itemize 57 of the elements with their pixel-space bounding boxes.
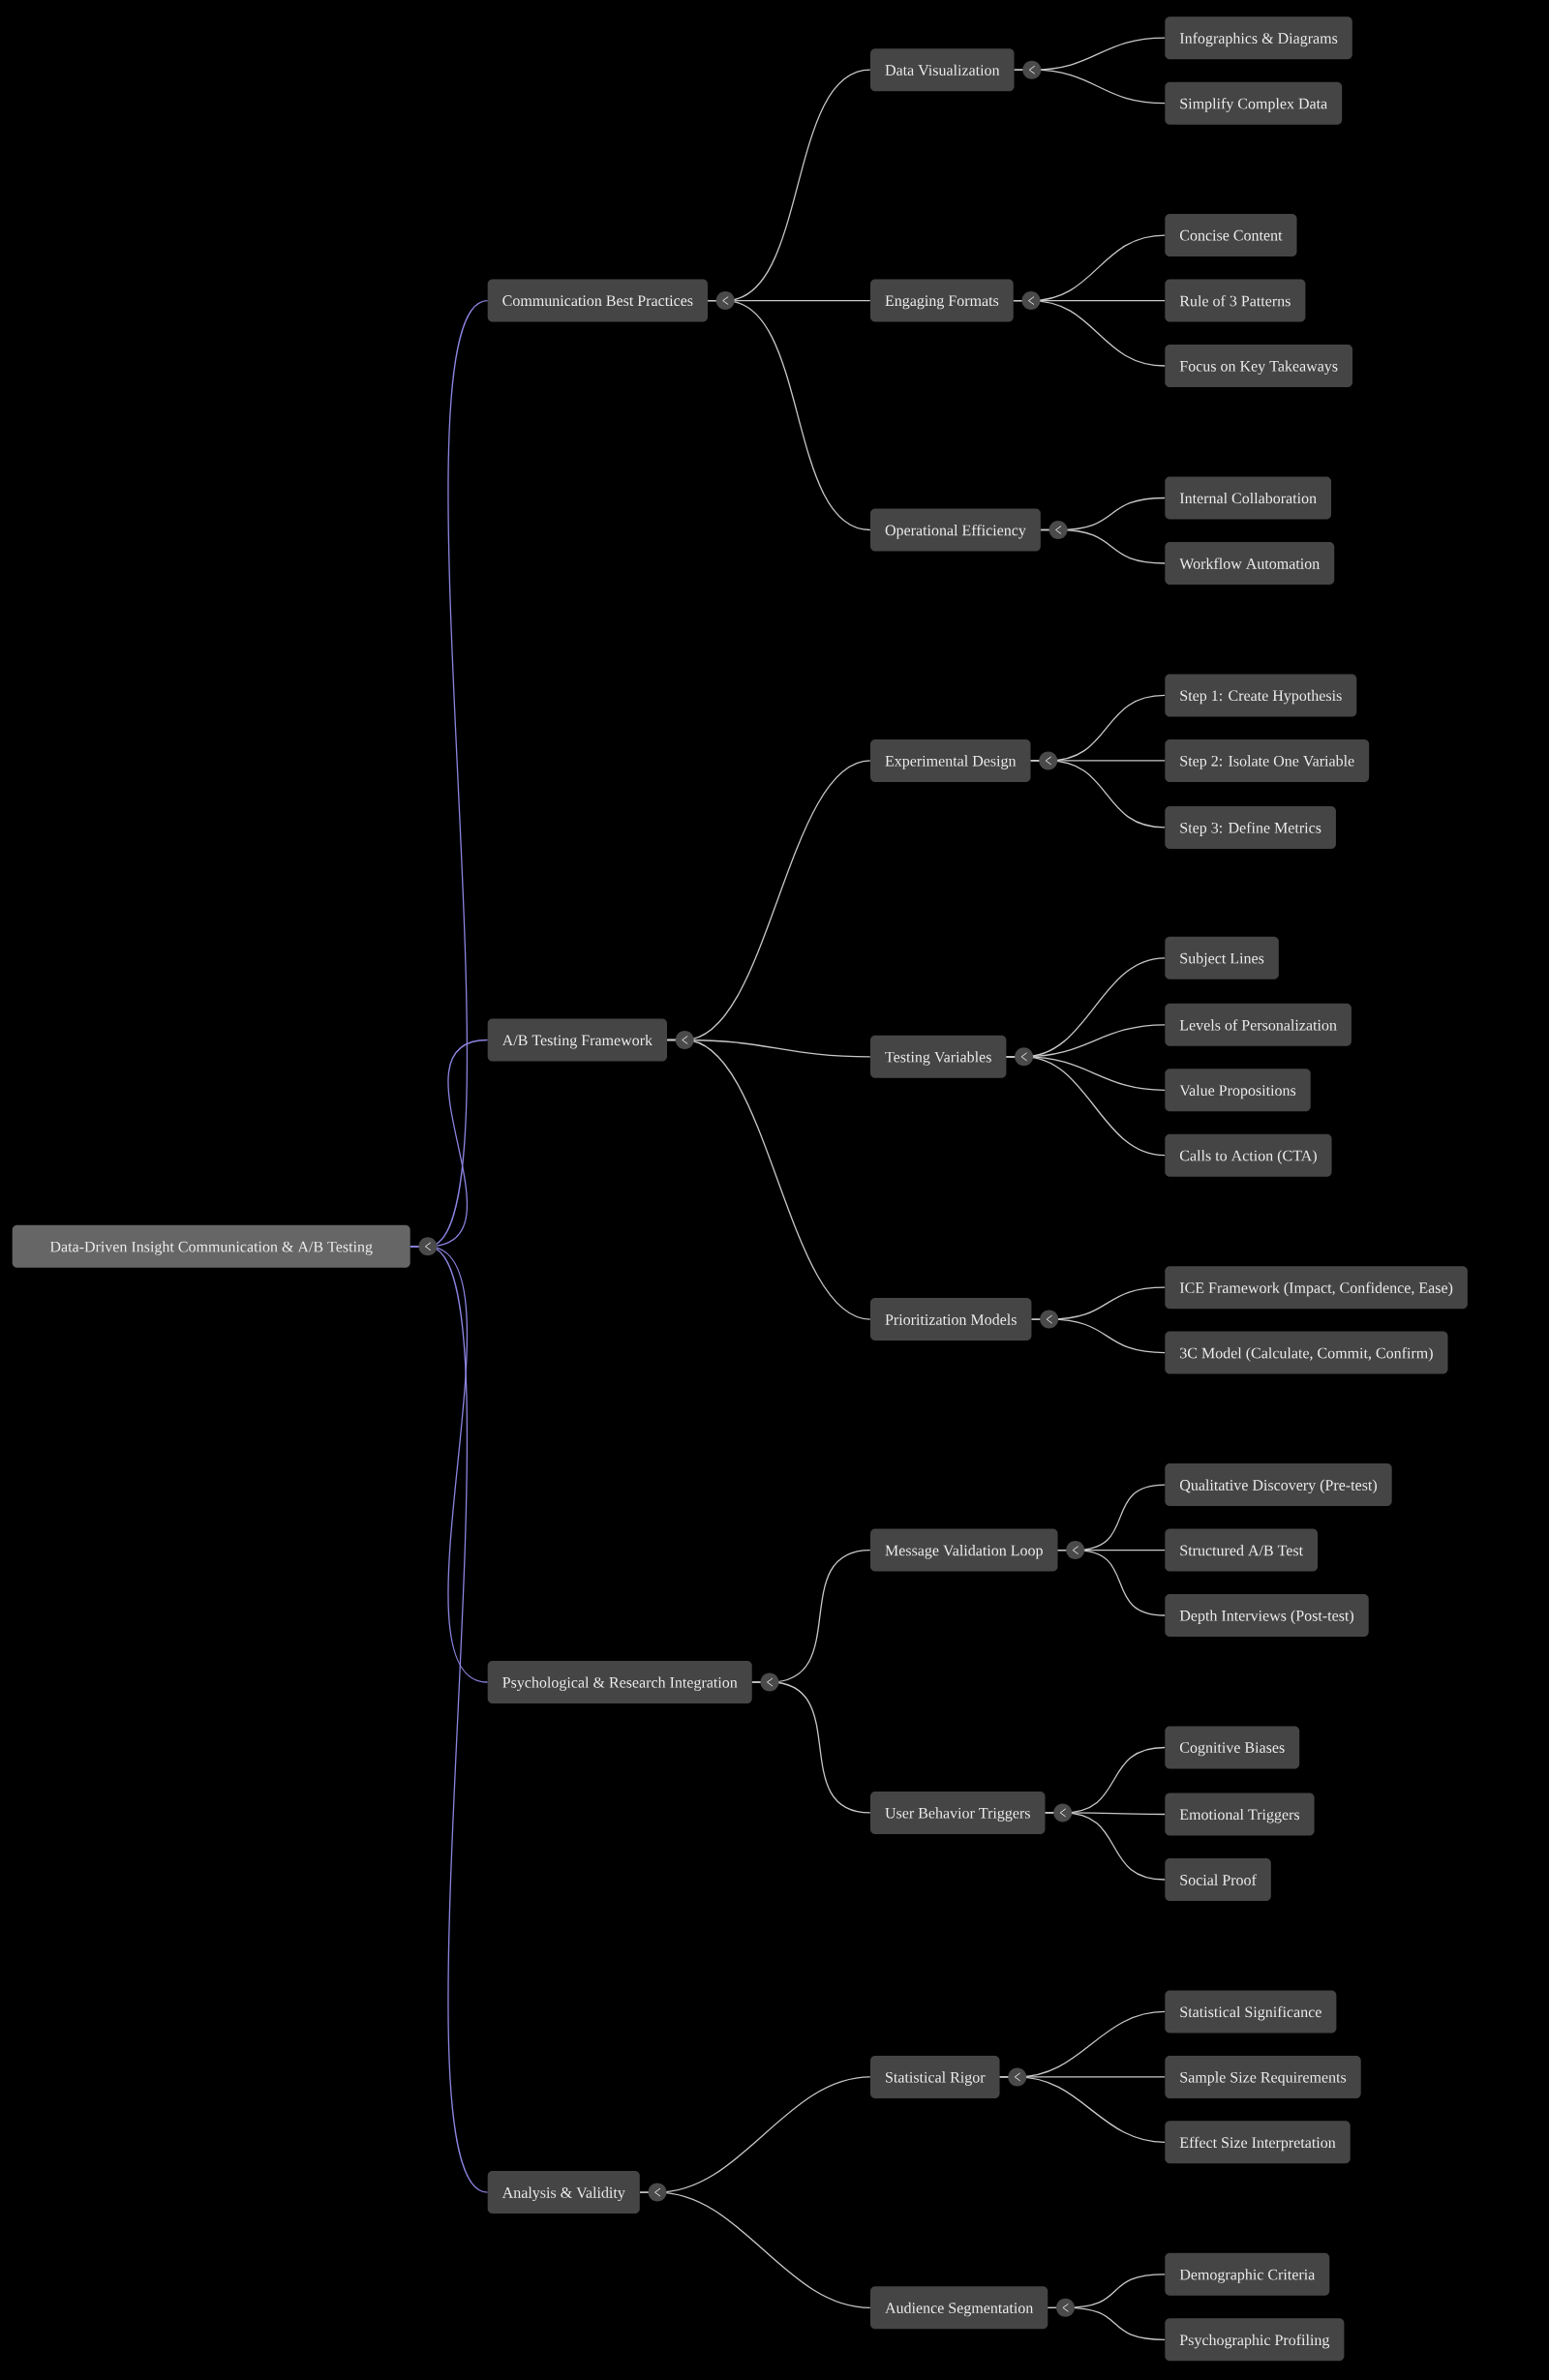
branch-node: Data Visualization — [870, 48, 1015, 92]
branch-node: Communication Best Practices — [487, 279, 708, 322]
branch-node: Audience Segmentation — [870, 2286, 1048, 2330]
branch-node: Operational Efficiency — [870, 508, 1041, 552]
leaf-node: Sample Size Requirements — [1165, 2055, 1361, 2098]
branch-node: Experimental Design — [870, 738, 1031, 782]
leaf-node: Demographic Criteria — [1165, 2252, 1330, 2296]
leaf-node: Focus on Key Takeaways — [1165, 345, 1353, 387]
connector — [1013, 299, 1166, 367]
connector — [410, 1246, 489, 2193]
branch-node: A/B Testing Framework — [487, 1018, 667, 1062]
leaf-node: Cognitive Biases — [1165, 1726, 1300, 1769]
branch-node: Prioritization Models — [870, 1298, 1032, 1341]
leaf-node: Qualitative Discovery (Pre-test) — [1165, 1463, 1392, 1507]
root-node: Data-Driven Insight Communication & A/B Testing — [12, 1224, 410, 1268]
connector — [1047, 2306, 1166, 2340]
leaf-node: Emotional Triggers — [1165, 1793, 1315, 1836]
leaf-node: Workflow Automation — [1165, 542, 1335, 585]
connector — [1030, 760, 1166, 828]
branch-node: User Behavior Triggers — [870, 1791, 1046, 1834]
connector — [1057, 1549, 1166, 1616]
branch-node: Statistical Rigor — [870, 2055, 1000, 2098]
connector — [666, 1039, 871, 1320]
connector — [751, 1681, 871, 1814]
leaf-node: Psychographic Profiling — [1165, 2318, 1345, 2362]
connector — [639, 2191, 871, 2308]
leaf-node: Concise Content — [1165, 214, 1297, 257]
leaf-node: Rule of 3 Patterns — [1165, 279, 1306, 322]
leaf-node: Simplify Complex Data — [1165, 81, 1343, 125]
leaf-node: Step 1: Create Hypothesis — [1165, 674, 1357, 717]
leaf-node: Levels of Personalization — [1165, 1003, 1352, 1046]
branch-node: Psychological & Research Integration — [487, 1661, 752, 1703]
connector — [999, 2076, 1166, 2143]
leaf-node: Value Propositions — [1165, 1069, 1311, 1112]
branch-node: Analysis & Validity — [487, 2171, 640, 2214]
leaf-node: Step 2: Isolate One Variable — [1165, 738, 1370, 782]
leaf-node: Depth Interviews (Post-test) — [1165, 1594, 1369, 1637]
branch-node: Message Validation Loop — [870, 1528, 1058, 1572]
leaf-node: Social Proof — [1165, 1858, 1271, 1901]
leaf-node: Subject Lines — [1165, 936, 1279, 979]
branch-node: Engaging Formats — [870, 279, 1014, 322]
leaf-node: Structured A/B Test — [1165, 1528, 1319, 1572]
branch-node: Testing Variables — [870, 1035, 1007, 1078]
leaf-node: Calls to Action (CTA) — [1165, 1133, 1332, 1177]
leaf-node: Step 3: Define Metrics — [1165, 805, 1336, 849]
connector — [1005, 1056, 1166, 1157]
connector — [1031, 1318, 1166, 1354]
leaf-node: Internal Collaboration — [1165, 476, 1332, 520]
connector — [1014, 69, 1166, 105]
leaf-node: Infographics & Diagrams — [1165, 16, 1352, 60]
leaf-node: Statistical Significance — [1165, 1990, 1337, 2034]
leaf-node: ICE Framework (Impact, Confidence, Ease) — [1165, 1266, 1468, 1310]
connector — [1045, 1812, 1166, 1881]
connector — [707, 299, 871, 531]
leaf-node: Effect Size Interpretation — [1165, 2121, 1351, 2164]
leaf-node: 3C Model (Calculate, Commit, Confirm) — [1165, 1331, 1448, 1374]
connector — [1040, 528, 1166, 564]
